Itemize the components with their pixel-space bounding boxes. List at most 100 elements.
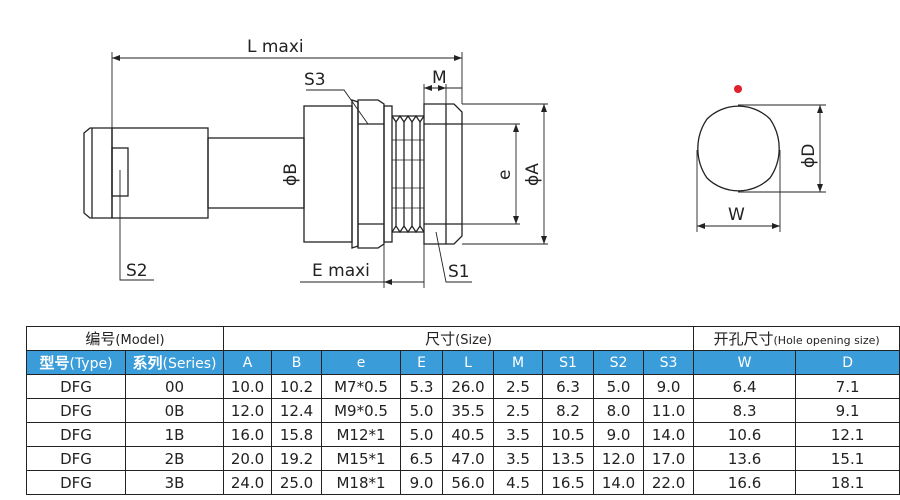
cell-series: 0B [124,398,225,423]
cell-m: 3.5 [493,422,544,447]
cell-s2: 8.0 [593,398,645,423]
cell-m: 3.5 [493,446,544,471]
col-b: B [271,350,323,375]
col-series: 系列(Series) [124,350,225,375]
dimension-table: 编号(Model) 尺寸(Size) 开孔尺寸(Hole opening siz… [25,326,900,495]
cell-b: 19.2 [271,446,323,471]
cell-e-thread: M12*1 [321,422,402,447]
cell-e-max: 6.5 [400,446,444,471]
dimension-lines [111,52,826,288]
cell-d: 15.1 [795,446,900,471]
cell-s3: 14.0 [643,422,695,447]
cell-d: 9.1 [795,398,900,423]
cell-series: 3B [124,470,225,495]
col-s3: S3 [643,350,695,375]
cell-b: 10.2 [271,374,323,399]
table-row: DFG 1B 16.0 15.8 M12*1 5.0 40.5 3.5 10.5… [26,422,900,447]
cell-s2: 9.0 [593,422,645,447]
cell-e-thread: M7*0.5 [321,374,402,399]
header-size: 尺寸(Size) [223,326,695,351]
cell-m: 4.5 [493,470,544,495]
cell-type: DFG [26,470,126,495]
header-model: 编号(Model) [25,326,225,351]
cell-e-max: 9.0 [400,470,444,495]
cell-series: 00 [124,374,225,399]
arrowheads [112,55,823,285]
cell-s1: 16.5 [542,470,595,495]
cell-w: 16.6 [693,470,797,495]
col-type: 型号(Type) [26,350,126,375]
col-e-max: E [400,350,444,375]
cell-type: DFG [26,446,126,471]
cell-e-max: 5.0 [400,398,444,423]
cell-l: 35.5 [442,398,495,423]
cell-s3: 17.0 [643,446,695,471]
cell-b: 25.0 [271,470,323,495]
col-a: A [223,350,273,375]
panel-hole-shape [697,105,780,192]
cell-w: 13.6 [693,446,797,471]
col-m: M [493,350,544,375]
cell-s3: 11.0 [643,398,695,423]
cell-s1: 10.5 [542,422,595,447]
cell-e-max: 5.0 [400,422,444,447]
cell-s1: 8.2 [542,398,595,423]
cell-series: 1B [124,422,225,447]
cell-m: 2.5 [493,374,544,399]
col-l: L [442,350,495,375]
col-s2: S2 [593,350,645,375]
cell-e-thread: M18*1 [321,470,402,495]
table-row: DFG 2B 20.0 19.2 M15*1 6.5 47.0 3.5 13.5… [26,446,900,471]
label-s1: S1 [448,262,470,282]
cell-s2: 14.0 [593,470,645,495]
technical-drawing: L maxi S3 M ϕB e ϕA S2 E maxi S1 W ϕD [83,37,826,288]
table-row: DFG 00 10.0 10.2 M7*0.5 5.3 26.0 2.5 6.3… [26,374,900,399]
cell-type: DFG [26,422,126,447]
cell-b: 12.4 [271,398,323,423]
connector-side-view [83,99,463,249]
cell-d: 12.1 [795,422,900,447]
label-s3: S3 [304,70,326,90]
cell-series: 2B [124,446,225,471]
cell-s1: 13.5 [542,446,595,471]
cell-type: DFG [26,374,126,399]
cell-d: 18.1 [795,470,900,495]
cell-l: 47.0 [442,446,495,471]
cell-d: 7.1 [795,374,900,399]
cell-w: 6.4 [693,374,797,399]
label-w: W [728,205,745,225]
cell-e-max: 5.3 [400,374,444,399]
cell-m: 2.5 [493,398,544,423]
table-column-header-row: 型号(Type) 系列(Series) A B e E L M S1 S2 S3… [26,350,900,375]
col-d: D [795,350,900,375]
table-row: DFG 0B 12.0 12.4 M9*0.5 5.0 35.5 2.5 8.2… [26,398,900,423]
cell-s2: 12.0 [593,446,645,471]
cell-w: 8.3 [693,398,797,423]
cell-s2: 5.0 [593,374,645,399]
cell-a: 24.0 [223,470,273,495]
table-group-header-row: 编号(Model) 尺寸(Size) 开孔尺寸(Hole opening siz… [25,326,900,351]
cell-a: 10.0 [223,374,273,399]
cell-l: 56.0 [442,470,495,495]
cell-w: 10.6 [693,422,797,447]
label-l-maxi: L maxi [247,37,304,57]
header-hole-opening: 开孔尺寸(Hole opening size) [693,326,900,351]
col-e-thread: e [321,350,402,375]
cell-l: 40.5 [442,422,495,447]
col-s1: S1 [542,350,595,375]
label-phi-b: ϕB [281,163,301,186]
cell-e-thread: M9*0.5 [321,398,402,423]
label-e: e [495,170,515,180]
cell-s3: 22.0 [643,470,695,495]
cell-s1: 6.3 [542,374,595,399]
label-phi-d: ϕD [799,144,819,168]
cell-type: DFG [26,398,126,423]
cell-a: 16.0 [223,422,273,447]
label-s2: S2 [126,261,148,281]
label-e-maxi: E maxi [312,261,370,281]
cell-a: 20.0 [223,446,273,471]
cell-a: 12.0 [223,398,273,423]
cell-b: 15.8 [271,422,323,447]
label-phi-a: ϕA [523,163,543,186]
label-m: M [432,68,447,88]
